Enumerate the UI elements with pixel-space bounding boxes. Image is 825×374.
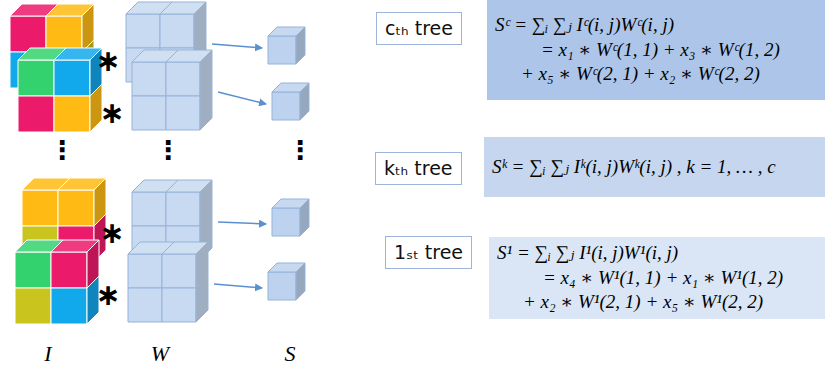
convolution-symbol: ∗ — [95, 277, 120, 312]
cube-face — [166, 96, 200, 130]
formula-box: Sᶜ = ∑ᵢ ∑ⱼ Iᶜ(i, j)Wᶜ(i, j)= x₁ ∗ Wᶜ(1, … — [487, 0, 825, 100]
cube-face — [272, 92, 300, 120]
cube-face — [268, 36, 296, 64]
cube-face — [166, 192, 200, 226]
cube-face — [15, 288, 51, 324]
arrow-line — [212, 44, 262, 48]
formula-line: S¹ = ∑ᵢ ∑ⱼ I¹(i, j)W¹(i, j) — [497, 241, 817, 266]
cube-face — [272, 208, 300, 236]
cube-face — [200, 84, 212, 130]
cube-face — [296, 27, 305, 64]
cube-face — [51, 288, 87, 324]
cube-face — [46, 16, 82, 52]
formula-line: + x₂ ∗ W¹(2, 1) + x₅ ∗ W¹(2, 2) — [523, 290, 817, 315]
convolution-symbol: ∗ — [99, 215, 124, 250]
tree-label-box: cₜₕ tree — [376, 12, 462, 45]
cube-face — [22, 190, 58, 226]
cube-face — [132, 192, 166, 226]
tree-label: cₜₕ tree — [385, 16, 453, 41]
formula-line: = x₁ ∗ Wᶜ(1, 1) + x₃ ∗ Wᶜ(1, 2) — [541, 38, 817, 63]
cube-face — [54, 96, 90, 132]
arrow-line — [218, 92, 266, 104]
cube-face — [162, 288, 196, 322]
arrow-line — [214, 284, 262, 288]
ellipsis-dots: ⋮ — [287, 135, 313, 165]
convolution-symbol: ∗ — [95, 43, 120, 78]
axis-label: W — [151, 341, 169, 367]
ellipsis-dots: ⋮ — [49, 135, 75, 165]
cube-face — [15, 252, 51, 288]
cube-face — [196, 276, 208, 322]
axis-label: I — [44, 341, 51, 367]
cube-face — [128, 254, 162, 288]
cube-face — [166, 62, 200, 96]
tree-label: 1ₛₜ tree — [394, 240, 463, 265]
tree-label: kₜₕ tree — [384, 156, 453, 181]
formula-line: Sᶜ = ∑ᵢ ∑ⱼ Iᶜ(i, j)Wᶜ(i, j) — [495, 13, 817, 38]
cube-face — [300, 83, 309, 120]
cube-face — [51, 252, 87, 288]
cube-face — [160, 14, 194, 48]
cube-face — [126, 14, 160, 48]
cube-face — [300, 199, 309, 236]
cube-face — [58, 190, 94, 226]
convolution-symbol: ∗ — [99, 95, 124, 130]
tree-label-box: kₜₕ tree — [375, 152, 462, 185]
formula-box: S¹ = ∑ᵢ ∑ⱼ I¹(i, j)W¹(i, j)= x₄ ∗ W¹(1, … — [489, 237, 825, 319]
cube-face — [296, 263, 305, 300]
cube-face — [10, 16, 46, 52]
cube-face — [268, 272, 296, 300]
cube-face — [162, 254, 196, 288]
formula-line: = x₄ ∗ W¹(1, 1) + x₁ ∗ W¹(1, 2) — [543, 266, 817, 291]
cube-face — [132, 96, 166, 130]
tree-label-box: 1ₛₜ tree — [385, 236, 472, 269]
arrow-line — [218, 222, 266, 224]
cube-face — [18, 60, 54, 96]
cube-face — [54, 60, 90, 96]
formula-line: + x₅ ∗ Wᶜ(2, 1) + x₂ ∗ Wᶜ(2, 2) — [521, 62, 817, 87]
cube-face — [128, 288, 162, 322]
cube-face — [18, 96, 54, 132]
cube-face — [132, 62, 166, 96]
formula-box: Sᵏ = ∑ᵢ ∑ⱼ Iᵏ(i, j)Wᵏ(i, j) , k = 1, … ,… — [484, 137, 825, 197]
ellipsis-dots: ⋮ — [155, 135, 181, 165]
axis-label: S — [285, 341, 296, 367]
formula-line: Sᵏ = ∑ᵢ ∑ⱼ Iᵏ(i, j)Wᵏ(i, j) , k = 1, … ,… — [492, 155, 817, 180]
